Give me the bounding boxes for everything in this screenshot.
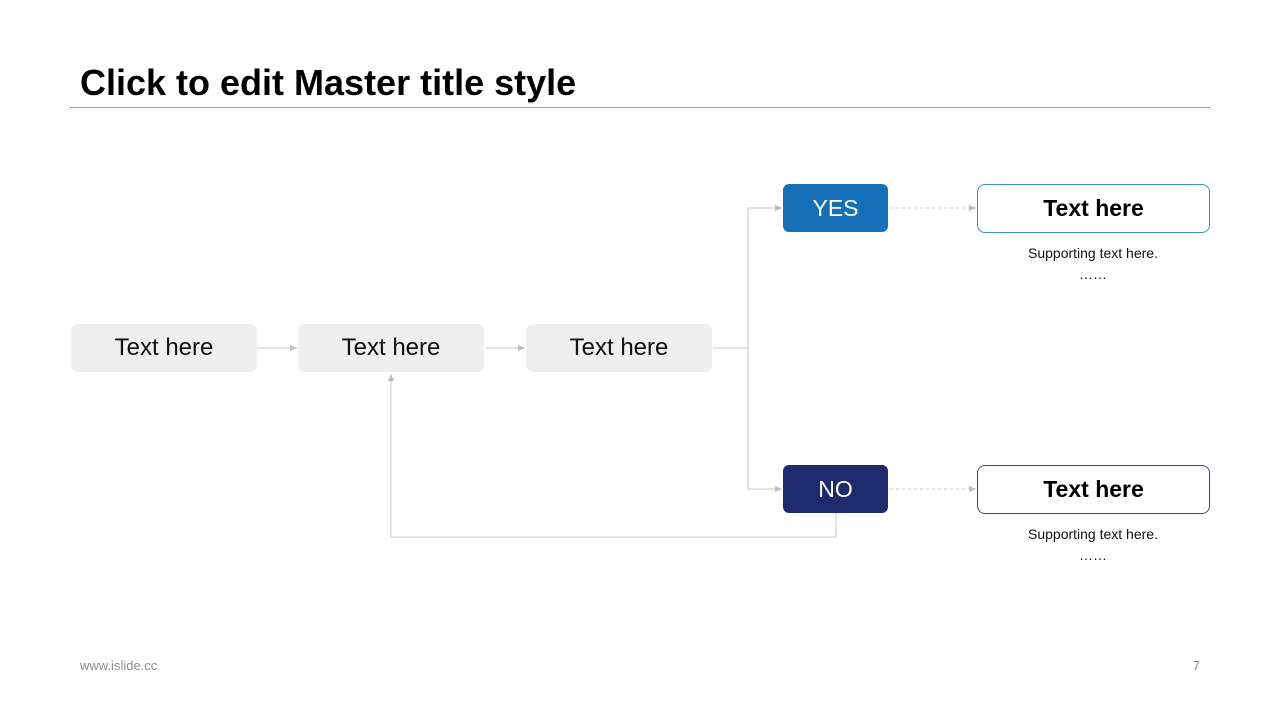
outcome-yes-title[interactable]: Text here (977, 184, 1210, 233)
decision-no[interactable]: NO (783, 465, 888, 513)
connector-no-loopback (387, 374, 837, 538)
flow-step-2[interactable]: Text here (298, 324, 484, 372)
outcome-no-title[interactable]: Text here (977, 465, 1210, 514)
outcome-no-ellipsis: …… (1079, 547, 1107, 563)
page-number: 7 (1192, 658, 1200, 673)
decision-yes[interactable]: YES (783, 184, 888, 232)
outcome-no-support: Supporting text here. …… (977, 524, 1209, 566)
flow-step-3[interactable]: Text here (526, 324, 712, 372)
footer-url: www.islide.cc (80, 658, 158, 673)
outcome-yes-ellipsis: …… (1079, 266, 1107, 282)
outcome-no-support-text: Supporting text here. (1028, 526, 1158, 542)
flow-step-1[interactable]: Text here (71, 324, 257, 372)
outcome-yes-support: Supporting text here. …… (977, 243, 1209, 285)
title-divider (70, 107, 1210, 108)
outcome-yes-support-text: Supporting text here. (1028, 245, 1158, 261)
slide-title[interactable]: Click to edit Master title style (80, 62, 577, 103)
